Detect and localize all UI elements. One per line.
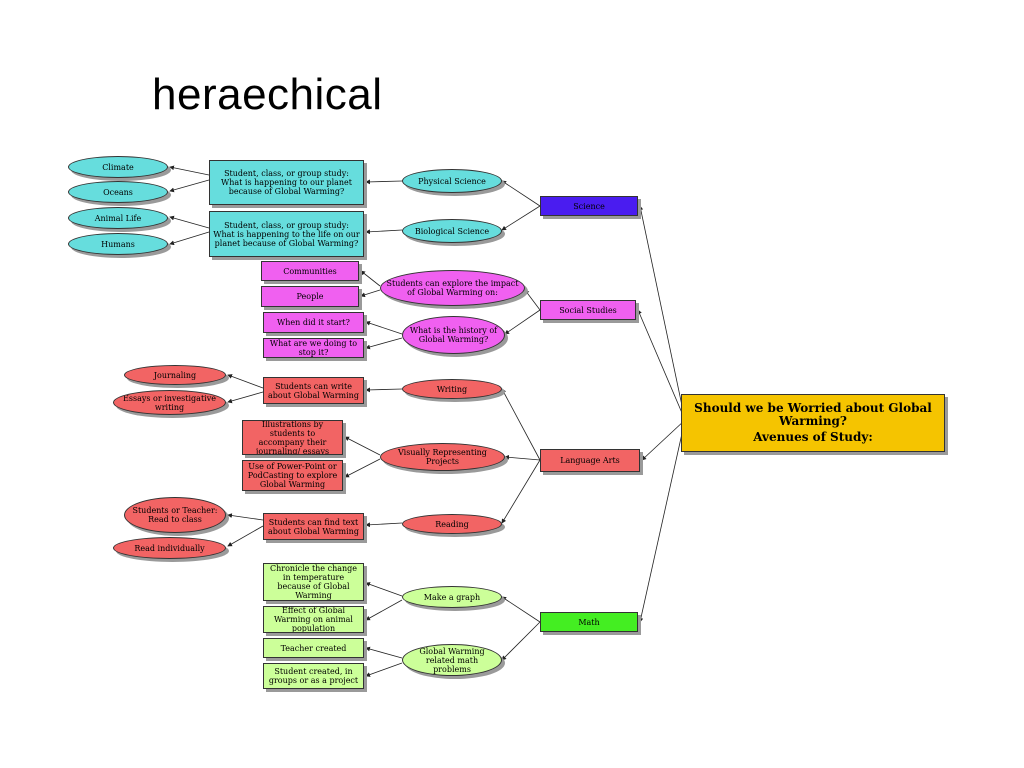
read-individually-node: Read individually [113, 537, 226, 559]
illustrations-box: Illustrations by students to accompany t… [242, 420, 343, 455]
reading-node: Reading [402, 514, 502, 534]
read-to-class-node: Students or Teacher: Read to class [124, 497, 226, 533]
when-start-box: When did it start? [263, 312, 364, 333]
animal-life-node: Animal Life [68, 207, 168, 229]
humans-node: Humans [68, 233, 168, 255]
study-planet-box: Student, class, or group study: What is … [209, 160, 364, 205]
teacher-created-box: Teacher created [263, 638, 364, 658]
stop-it-box: What are we doing to stop it? [263, 338, 364, 358]
history-node: What is the history of Global Warming? [402, 316, 505, 354]
branch-social-studies: Social Studies [540, 300, 636, 320]
root-question: Should we be Worried about Global Warmin… [694, 401, 932, 428]
effect-box: Effect of Global Warming on animal popul… [263, 606, 364, 633]
page-title: heraechical [152, 70, 383, 119]
chronicle-box: Chronicle the change in temperature beca… [263, 563, 364, 601]
communities-box: Communities [261, 261, 359, 281]
write-about-box: Students can write about Global Warming [263, 377, 364, 404]
powerpoint-box: Use of Power-Point or PodCasting to expl… [242, 460, 343, 491]
oceans-node: Oceans [68, 181, 168, 203]
branch-language-arts: Language Arts [540, 449, 640, 472]
root-node: Should we be Worried about Global Warmin… [681, 394, 945, 452]
climate-node: Climate [68, 156, 168, 178]
essays-node: Essays or investigative writing [113, 390, 226, 415]
find-text-box: Students can find text about Global Warm… [263, 513, 364, 540]
branch-science: Science [540, 196, 638, 216]
physical-science-node: Physical Science [402, 169, 502, 193]
people-box: People [261, 286, 359, 307]
root-subtitle: Avenues of Study: [753, 430, 873, 444]
study-life-box: Student, class, or group study: What is … [209, 211, 364, 257]
student-created-box: Student created, in groups or as a proje… [263, 663, 364, 689]
visually-representing-node: Visually Representing Projects [380, 443, 505, 471]
make-graph-node: Make a graph [402, 586, 502, 608]
branch-math: Math [540, 612, 638, 632]
biological-science-node: Biological Science [402, 219, 502, 243]
math-problems-node: Global Warming related math problems [402, 644, 502, 676]
journaling-node: Journaling [124, 365, 226, 385]
explore-impact-node: Students can explore the impact of Globa… [380, 270, 525, 306]
writing-node: Writing [402, 379, 502, 399]
